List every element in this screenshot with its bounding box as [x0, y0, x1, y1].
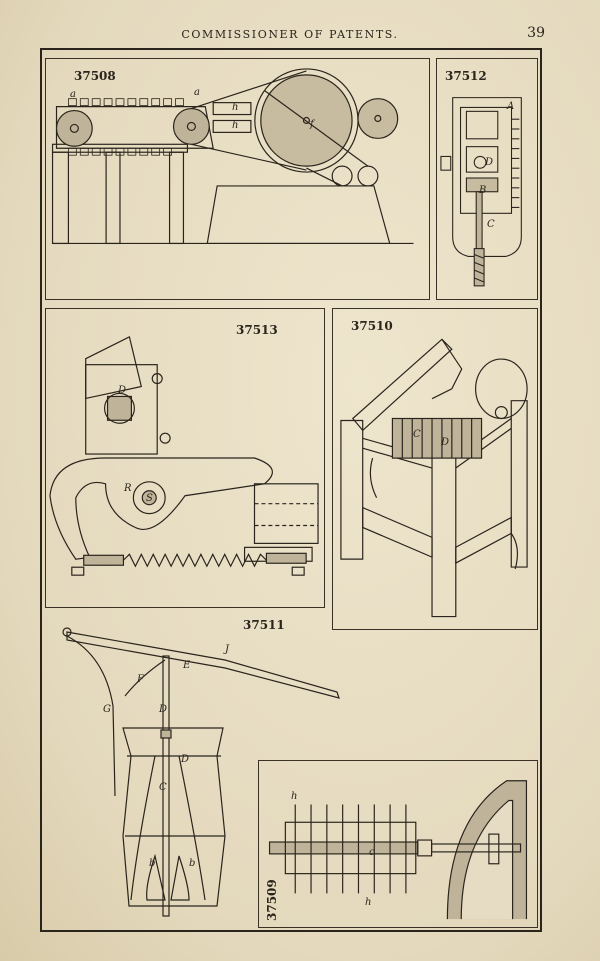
figure-37512-label-A: A — [507, 101, 515, 112]
figure-37511-number: 37511 — [243, 618, 285, 632]
figure-37510-label-C: C — [413, 429, 421, 440]
figure-37513-label-D: D — [118, 385, 127, 396]
figure-37512-label-B: B — [479, 185, 487, 196]
figure-37509-number: 37509 — [265, 879, 279, 921]
figure-37511: 37511 J E F G D D C b b — [45, 616, 345, 926]
figure-37511-label-E: E — [183, 660, 191, 671]
figure-37508-label-a1: a — [70, 89, 76, 100]
figure-37509-label-c: c — [369, 847, 375, 858]
figure-37512-drawing — [440, 97, 522, 287]
figure-37509-label-h2: h — [365, 897, 372, 908]
figure-37511-label-C: C — [159, 782, 167, 793]
figure-37513-label-R: R — [124, 483, 132, 494]
figure-37510-number: 37510 — [351, 319, 393, 333]
figure-37509-label-h1: h — [291, 791, 298, 802]
figure-37511-label-b1: b — [149, 858, 156, 869]
figure-37510-label-D: D — [441, 437, 450, 448]
figure-37512-number: 37512 — [445, 69, 487, 83]
figure-37513: 37513 D R S — [45, 308, 325, 608]
figure-37509-drawing — [268, 780, 528, 920]
figure-37512-label-D: D — [485, 157, 494, 168]
figure-plate: 37508 a a h h f — [40, 48, 542, 932]
page-header-title: COMMISSIONER OF PATENTS. — [181, 28, 399, 41]
figure-37508: 37508 a a h h f — [45, 58, 430, 300]
figure-37508-label-f: f — [310, 119, 314, 130]
figure-37511-drawing — [62, 627, 340, 917]
figure-37513-number: 37513 — [236, 323, 278, 337]
figure-37511-label-G: G — [103, 704, 111, 715]
figure-37511-label-D1: D — [159, 704, 168, 715]
figure-37511-label-J: J — [225, 644, 230, 655]
figure-37513-label-S: S — [146, 493, 153, 504]
figure-37510: 37510 C D — [332, 308, 538, 630]
figure-37508-label-h2: h — [232, 120, 239, 131]
figure-37508-drawing — [51, 68, 414, 245]
figure-37508-label-h1: h — [232, 102, 239, 113]
figure-37511-label-b2: b — [189, 858, 196, 869]
figure-37511-label-F: F — [137, 674, 144, 685]
figure-37512-label-C: C — [487, 219, 495, 230]
figure-37509: 37509 h c h — [258, 760, 538, 928]
page-number: 39 — [527, 25, 545, 41]
figure-37513-drawing — [49, 336, 319, 576]
figure-37508-label-a2: a — [194, 87, 200, 98]
figure-37510-drawing — [340, 338, 528, 618]
figure-37511-label-D2: D — [181, 754, 190, 765]
figure-37508-number: 37508 — [74, 69, 116, 83]
figure-37512: 37512 A D B C — [436, 58, 538, 300]
